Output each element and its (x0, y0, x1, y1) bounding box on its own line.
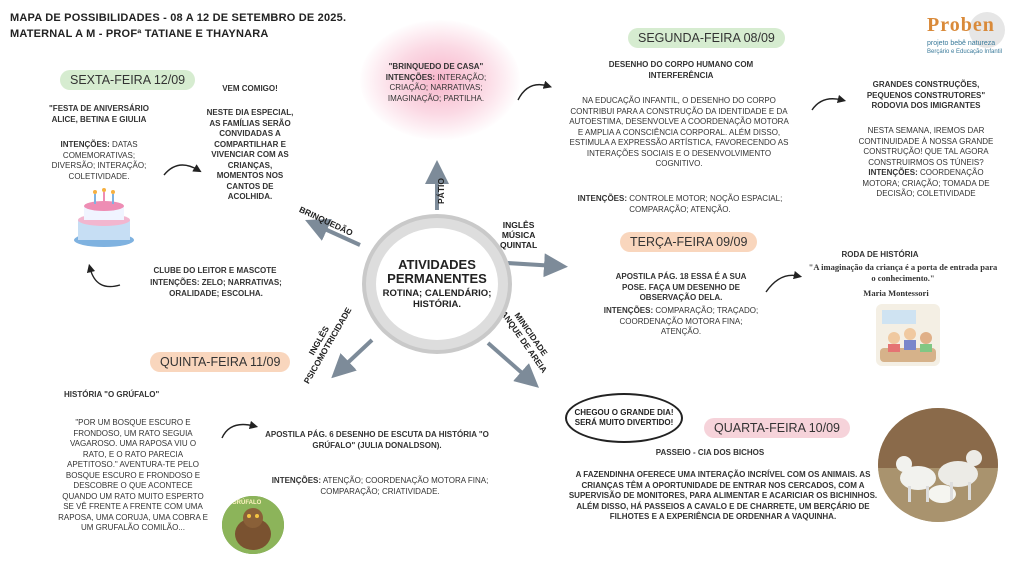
curve-arrow-sexta (163, 164, 202, 176)
grufalo-book-cover: GRÚFALO (222, 496, 284, 554)
curve-arrow-construcoes (811, 94, 847, 111)
clube-intencoes: INTENÇÕES: ZELO; NARRATIVAS; ORALIDADE; … (150, 278, 282, 298)
page-header: MAPA DE POSSIBILIDADES - 08 A 12 DE SETE… (10, 10, 346, 42)
roda-quote: "A imaginação da criança é a porta de en… (808, 262, 998, 283)
center-title: ATIVIDADES PERMANENTES (387, 257, 487, 286)
logo-tagline-1: projeto bebê natureza (927, 40, 996, 47)
arrow-ingles-psico (331, 338, 374, 379)
construcoes-intencoes: INTENÇÕES: COORDENAÇÃO MOTORA; CRIAÇÃO; … (862, 168, 990, 198)
story-circle-illustration (876, 304, 940, 366)
quinta-intencoes: INTENÇÕES: ATENÇÃO; COORDENAÇÃO MOTORA F… (271, 476, 489, 496)
center-circle: ATIVIDADES PERMANENTES ROTINA; CALENDÁRI… (362, 214, 512, 354)
brinquedo-int-text: INTERAÇÃO; CRIAÇÃO; NARRATIVAS; IMAGINAÇ… (387, 72, 487, 103)
day-pill-quarta: QUARTA-FEIRA 10/09 (704, 418, 850, 438)
construcoes-title: GRANDES CONSTRUÇÕES, PEQUENOS CONSTRUTOR… (866, 80, 986, 110)
pink-glow (360, 20, 520, 140)
speech-bubble: CHEGOU O GRANDE DIA! SERÁ MUITO DIVERTID… (565, 393, 683, 443)
clube-title: CLUBE DO LEITOR E MASCOTE (153, 266, 277, 275)
segunda-text: NA EDUCAÇÃO INFANTIL, O DESENHO DO CORPO… (569, 96, 789, 168)
curve-arrow-brinquedo (517, 80, 553, 101)
brinquedo-block: "BRINQUEDO DE CASA" INTENÇÕES: INTERAÇÃO… (382, 62, 490, 104)
quarta-text: A FAZENDINHA OFERECE UMA INTERAÇÃO INCRÍ… (568, 470, 878, 521)
terca-intencoes: INTENÇÕES: COMPARAÇÃO; TRAÇADO; COORDENA… (603, 306, 759, 336)
logo-tagline-2: Berçário e Educação Infantil (927, 49, 1003, 55)
curve-arrow-roda (765, 270, 803, 293)
grufalo-illustration (222, 496, 284, 554)
quarta-passeio: PASSEIO - CIA DOS BICHOS (655, 448, 765, 457)
arrow-ingles-musica (506, 253, 568, 278)
header-line-2: MATERNAL A M - PROFª TATIANE E THAYNARA (10, 28, 269, 40)
construcoes-text: NESTA SEMANA, IREMOS DAR CONTINUIDADE À … (858, 126, 994, 167)
segunda-intencoes: INTENÇÕES: CONTROLE MOTOR; NOÇÃO ESPACIA… (577, 194, 783, 214)
goats-illustration (878, 408, 998, 522)
segunda-title: DESENHO DO CORPO HUMANO COM INTERFERÊNCI… (608, 60, 754, 80)
birthday-cake-icon (74, 188, 134, 247)
curve-arrow-quinta (221, 420, 259, 439)
proben-logo: Proben projeto bebê natureza Berçário e … (925, 8, 1017, 58)
logo-mark-icon (969, 12, 1005, 48)
logo-name: Proben (927, 14, 995, 36)
sexta-intencoes: INTENÇÕES: DATAS COMEMORATIVAS; DIVERSÃO… (51, 140, 147, 181)
center-subtitle: ROTINA; CALENDÁRIO; HISTÓRIA. (382, 288, 492, 310)
quinta-apostila: APOSTILA PÁG. 6 DESENHO DE ESCUTA DA HIS… (265, 430, 489, 450)
quinta-historia-title: HISTÓRIA "O GRÚFALO" (64, 390, 160, 399)
route-ingles-musica: INGLÊS MÚSICA QUINTAL (500, 220, 538, 250)
day-pill-segunda: SEGUNDA-FEIRA 08/09 (628, 28, 785, 48)
brinquedo-int-label: INTENÇÕES: (385, 72, 436, 82)
route-patio: PÁTIO (435, 178, 446, 204)
arrow-brinquedao (305, 219, 361, 247)
festa-title: "FESTA DE ANIVERSÁRIO ALICE, BETINA E GI… (49, 104, 149, 124)
header-line-1: MAPA DE POSSIBILIDADES - 08 A 12 DE SETE… (10, 12, 347, 24)
grufalo-cover-text: GRÚFALO (232, 500, 262, 506)
vem-comigo-text: NESTE DIA ESPECIAL, AS FAMÍLIAS SERÃO CO… (206, 108, 294, 201)
brinquedo-title: "BRINQUEDO DE CASA" (388, 62, 484, 71)
farm-animals-photo (878, 408, 998, 522)
terca-title: APOSTILA PÁG. 18 ESSA É A SUA POSE. FAÇA… (615, 272, 747, 302)
curve-arrow-clube (86, 263, 121, 288)
vem-comigo-title: VEM COMIGO! (222, 84, 278, 93)
arrow-minicidade (486, 341, 540, 388)
roda-author: Maria Montessori (863, 288, 929, 298)
quinta-story: "POR UM BOSQUE ESCURO E FRONDOSO, UM RAT… (58, 418, 208, 532)
day-pill-sexta: SEXTA-FEIRA 12/09 (60, 70, 196, 90)
day-pill-quinta: QUINTA-FEIRA 11/09 (150, 352, 291, 372)
day-pill-terca: TERÇA-FEIRA 09/09 (620, 232, 758, 252)
roda-title: RODA DE HISTÓRIA (841, 250, 919, 259)
